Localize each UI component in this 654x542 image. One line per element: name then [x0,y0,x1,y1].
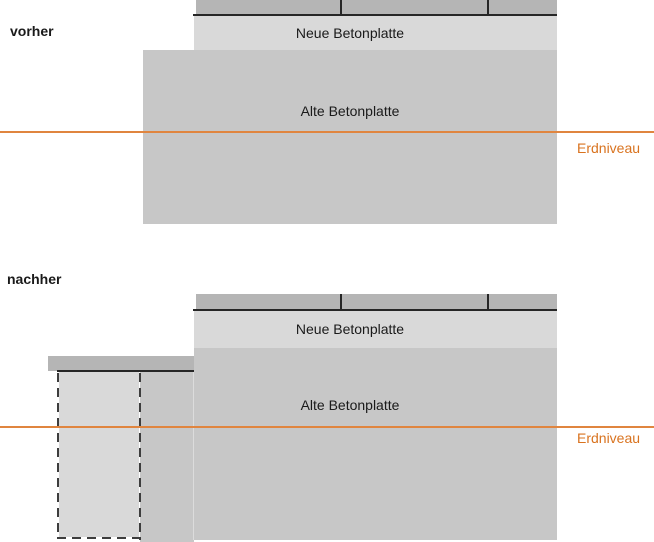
pavement-strip [196,294,557,310]
deck-top-line [193,309,557,311]
joint-tick-left [340,0,342,15]
vorher-label: vorher [10,23,54,39]
foundation-fill [59,372,139,537]
pavement-strip [196,0,557,15]
foundation-dashed-right [139,373,141,540]
cantilever-cap-line [57,370,194,372]
erdniveau-line [0,426,654,428]
joint-tick-right [487,294,489,311]
alte-betonplatte-box [194,348,557,540]
joint-tick-right [487,0,489,15]
alte-betonplatte-box [143,50,557,224]
neue-betonplatte-label: Neue Betonplatte [295,321,405,337]
neue-betonplatte-box [194,311,557,348]
cantilever-cap-strip [48,356,194,371]
alte-betonplatte-label: Alte Betonplatte [300,103,400,119]
slab-seam-line [193,372,194,540]
neue-betonplatte-box [194,16,557,50]
old-slab-column [140,372,194,542]
foundation-dashed-left [57,373,59,537]
nachher-label: nachher [7,271,62,287]
alte-betonplatte-label: Alte Betonplatte [300,397,400,413]
erdniveau-line [0,131,654,133]
deck-top-line [193,14,557,16]
foundation-dashed-bottom [57,537,141,539]
erdniveau-label: Erdniveau [577,430,641,446]
neue-betonplatte-label: Neue Betonplatte [295,25,405,41]
erdniveau-label: Erdniveau [577,140,641,156]
joint-tick-left [340,294,342,311]
